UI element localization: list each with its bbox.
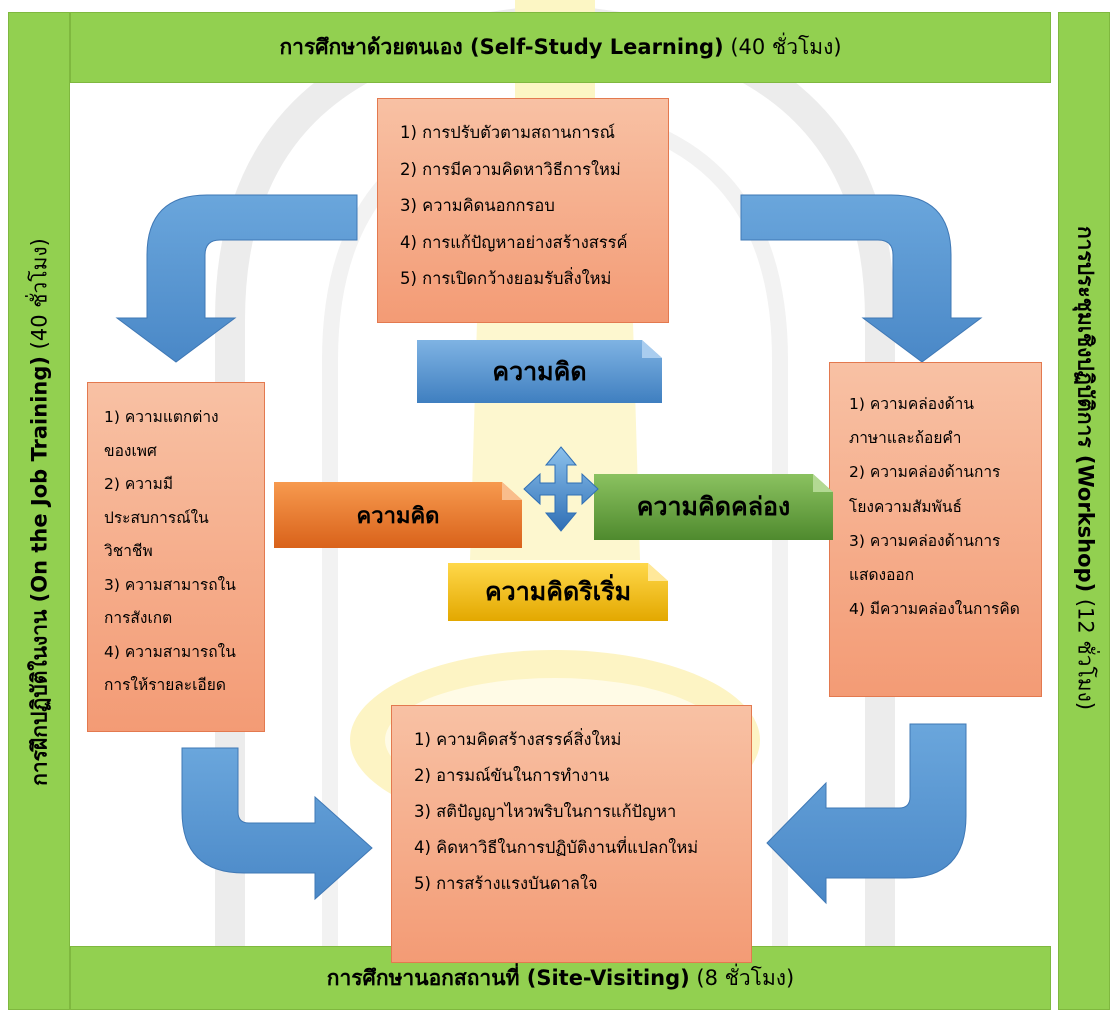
left-box-item: 4) ความสามารถใน [104,642,236,661]
left-box-item: 1) ความแตกต่าง [104,408,219,426]
left-box-item: ของเพศ [104,441,157,460]
left-bar: การฝึกปฏิบัติในงาน (On the Job Training)… [8,12,70,1010]
arrow-top-right [740,194,983,363]
label-originality: ความคิดริเริ่ม [484,577,632,606]
ribbon-blue [417,340,662,403]
arrow-top-left [115,194,358,363]
ribbon-green [594,474,833,540]
top-box: 1) การปรับตัวตามสถานการณ์ 2) การมีความคิ… [377,98,669,323]
right-box-item: โยงความสัมพันธ์ [849,497,962,516]
bottom-box: 1) ความคิดสร้างสรรค์สิ่งใหม่ 2) อารมณ์ขั… [391,705,752,963]
bottom-box-item: 3) สติปัญญาไหวพริบในการแก้ปัญหา [414,802,677,821]
bottom-box-item: 1) ความคิดสร้างสรรค์สิ่งใหม่ [414,730,622,749]
right-box-item: 4) มีความคล่องในการคิด [849,600,1020,619]
top-box-item: 2) การมีความคิดหาวิธีการใหม่ [400,159,621,179]
bottom-box-item: 2) อารมณ์ขันในการทำงาน [414,766,610,785]
right-box-item: 3) ความคล่องด้านการ [849,531,1001,550]
top-bar: การศึกษาด้วยตนเอง (Self-Study Learning) … [70,12,1051,83]
top-box-item: 3) ความคิดนอกกรอบ [400,196,555,215]
left-box-item: 3) ความสามารถใน [104,575,236,594]
left-box-item: วิชาชีพ [104,542,153,560]
bottom-box-item: 5) การสร้างแรงบันดาลใจ [414,874,598,893]
left-box-item: ประสบการณ์ใน [104,508,209,527]
right-box: 1) ความคล่องด้าน ภาษาและถ้อยคำ 2) ความคล… [829,362,1042,697]
ribbon-yellow [448,563,668,621]
ribbon-green-fold [813,474,833,492]
top-box-item: 5) การเปิดกว้างยอมรับสิ่งใหม่ [400,269,612,288]
right-box-item: ภาษาและถ้อยคำ [849,429,962,448]
left-box-item: การสังเกต [104,609,173,627]
bottom-bar-label: การศึกษานอกสถานที่ (Site-Visiting) (8 ชั… [326,965,795,990]
arrow-bottom-left [181,747,373,901]
ribbon-orange [274,482,522,548]
ribbon-yellow-fold [648,563,668,581]
right-box-item: แสดงออก [849,566,915,585]
left-box-item: การให้รายละเอียด [104,676,226,694]
label-thinking-left: ความคิด [356,503,440,529]
left-box-item: 2) ความมี [104,475,174,493]
label-thinking-top: ความคิด [492,356,587,386]
left-box: 1) ความแตกต่าง ของเพศ 2) ความมี ประสบการ… [87,382,265,732]
ribbon-orange-fold [502,482,522,500]
four-way-arrow-icon [523,446,599,532]
right-box-item: 1) ความคล่องด้าน [849,395,974,413]
bottom-box-item: 4) คิดหาวิธีในการปฏิบัติงานที่แปลกใหม่ [414,838,699,857]
top-box-item: 4) การแก้ปัญหาอย่างสร้างสรรค์ [400,232,628,252]
label-fluency: ความคิดคล่อง [636,492,791,521]
top-bar-label: การศึกษาด้วยตนเอง (Self-Study Learning) … [279,35,842,59]
ribbon-blue-fold [642,340,662,358]
right-bar: การประชุมเชิงปฏิบัติการ (Workshop) (12 ช… [1058,12,1110,1010]
top-box-item: 1) การปรับตัวตามสถานการณ์ [400,123,615,142]
arrow-bottom-right [766,723,967,905]
right-box-item: 2) ความคล่องด้านการ [849,463,1001,482]
